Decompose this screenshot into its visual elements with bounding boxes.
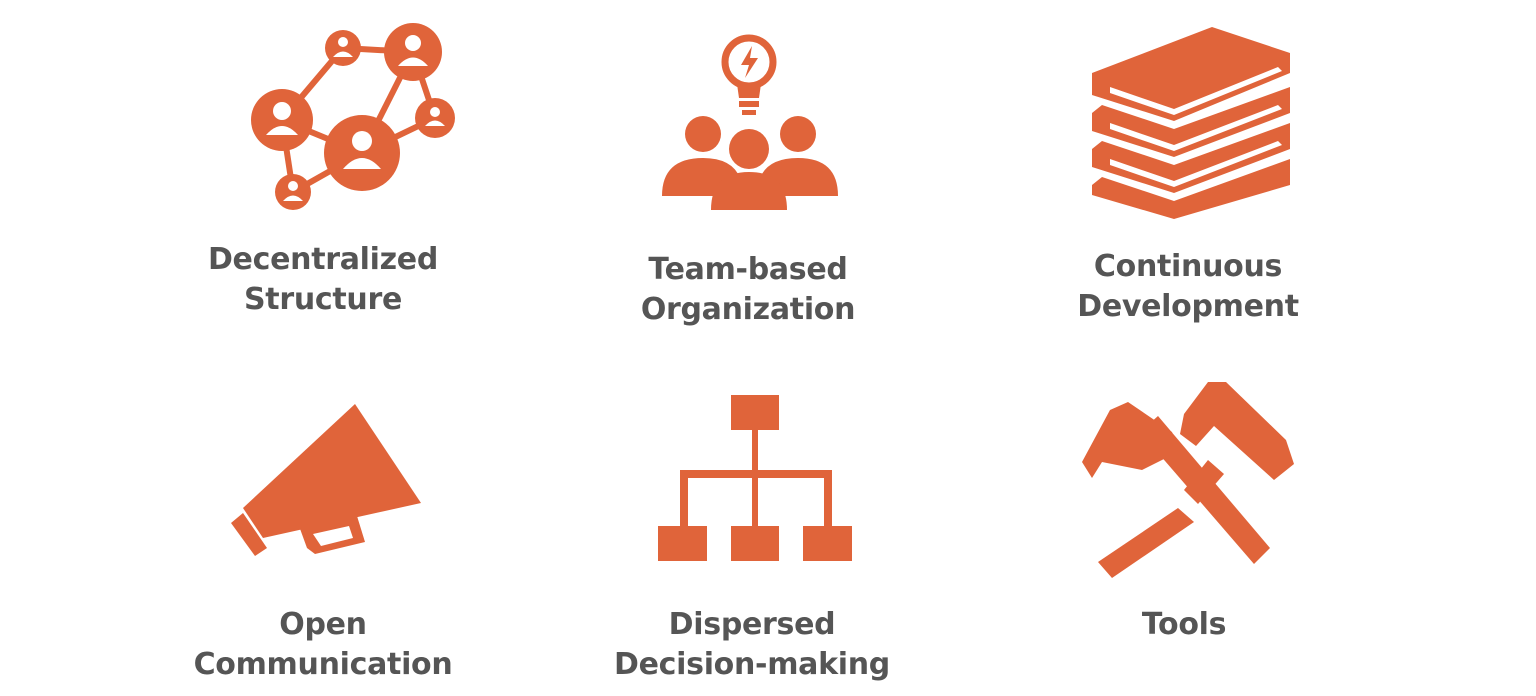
org-chart-icon	[658, 395, 854, 561]
label-line-1: Decentralized	[207, 242, 439, 277]
label-line-1: Open	[279, 607, 367, 642]
feature-label: Tools	[1084, 605, 1284, 645]
network-people-icon	[245, 23, 460, 215]
feature-label: Dispersed Decision-making	[592, 605, 912, 685]
label-line-2: Decision-making	[614, 647, 890, 682]
books-stack-icon	[1082, 25, 1297, 220]
feature-label: Decentralized Structure	[178, 240, 468, 320]
label-line-2: Development	[1077, 289, 1299, 324]
label-line-2: Communication	[193, 647, 453, 682]
label-line-1: Team-based	[648, 252, 848, 287]
label-line-1: Dispersed	[668, 607, 836, 642]
megaphone-icon	[225, 398, 425, 563]
label-line-2: Organization	[640, 292, 856, 327]
label-line-1: Continuous	[1093, 249, 1283, 284]
team-lightbulb-icon	[660, 28, 840, 213]
label-line-1: Tools	[1141, 607, 1227, 642]
label-line-2: Structure	[243, 282, 403, 317]
feature-label: Continuous Development	[1040, 247, 1336, 327]
crossed-hammers-icon	[1080, 380, 1295, 580]
feature-label: Team-based Organization	[600, 250, 896, 330]
feature-label: Open Communication	[170, 605, 476, 685]
